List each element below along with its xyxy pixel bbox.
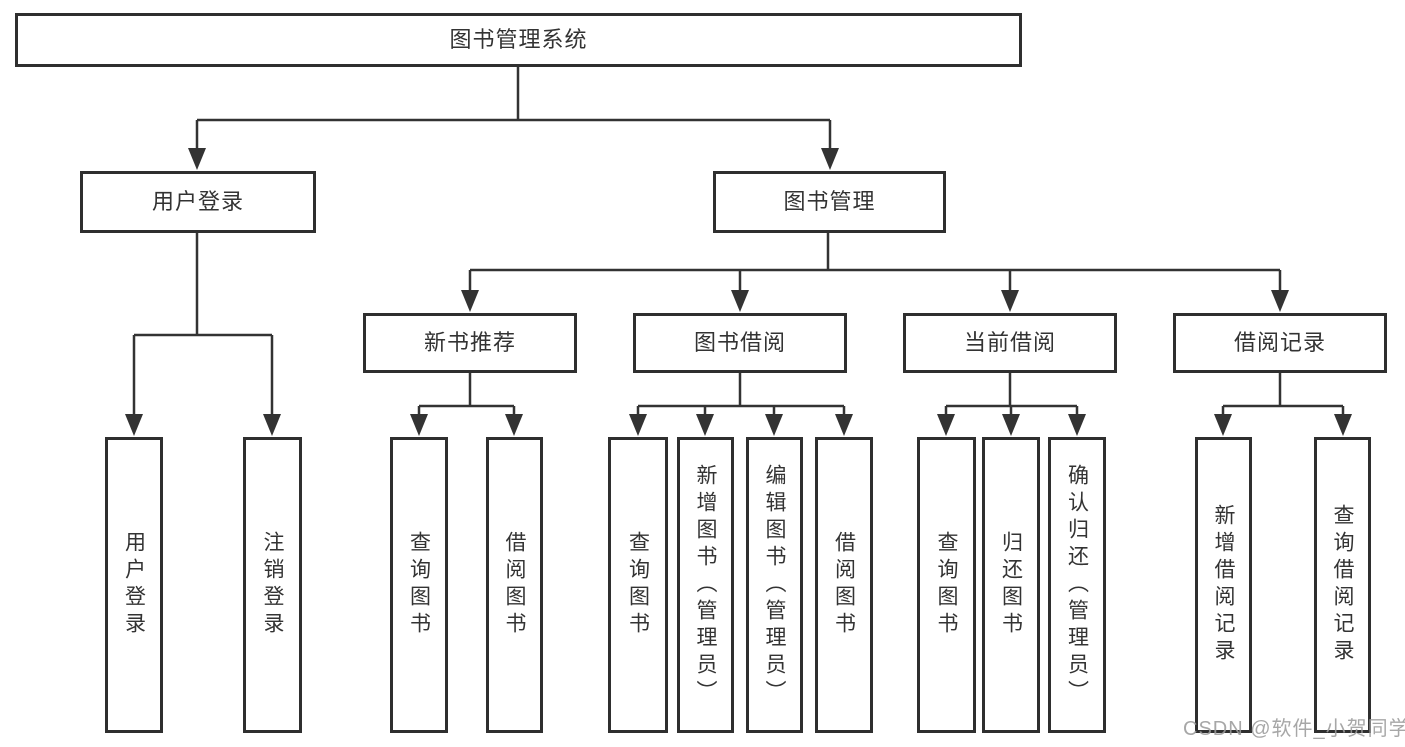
edge-user-login-children: [132, 233, 274, 418]
node-add-books-admin: 新增图书（管理员）: [677, 437, 734, 733]
arrow-icon: [937, 414, 955, 436]
node-label: 确认归还（管理员）: [1065, 463, 1089, 707]
arrow-icon: [821, 148, 839, 170]
node-label: 查询借阅记录: [1331, 504, 1354, 666]
arrow-icon: [1068, 414, 1086, 436]
node-label: 查询图书: [407, 531, 431, 639]
node-label: 新增图书（管理员）: [694, 463, 717, 707]
node-label: 查询图书: [626, 531, 650, 639]
arrow-icon: [410, 414, 428, 436]
arrow-icon: [1002, 414, 1020, 436]
node-current-borrowing: 当前借阅: [903, 313, 1117, 373]
csdn-watermark: CSDN @软件_小贺同学: [1183, 718, 1405, 740]
node-edit-books-admin: 编辑图书（管理员）: [746, 437, 803, 733]
node-root: 图书管理系统: [15, 13, 1022, 67]
edge-book-borrowing-children: [636, 373, 846, 418]
node-book-management: 图书管理: [713, 171, 946, 233]
arrow-icon: [1271, 290, 1289, 312]
arrow-icon: [696, 414, 714, 436]
arrow-icon: [629, 414, 647, 436]
edge-current-borrowing-children: [944, 373, 1079, 418]
node-login-leaf: 用户登录: [105, 437, 163, 733]
edge-root-to-level2: [195, 66, 832, 152]
node-label: 新增借阅记录: [1212, 504, 1235, 666]
node-add-borrow-record: 新增借阅记录: [1195, 437, 1252, 733]
arrow-icon: [1214, 414, 1232, 436]
node-label: 编辑图书（管理员）: [763, 463, 786, 707]
node-label: 注销登录: [261, 531, 284, 639]
node-label: 借阅图书: [832, 531, 856, 639]
arrow-icon: [461, 290, 479, 312]
edge-book-management-children: [468, 233, 1282, 294]
arrow-icon: [1001, 290, 1019, 312]
node-query-books-recommend: 查询图书: [390, 437, 448, 733]
node-label: 查询图书: [935, 531, 958, 639]
node-query-borrow-record: 查询借阅记录: [1314, 437, 1371, 733]
node-return-books: 归还图书: [982, 437, 1040, 733]
arrow-icon: [188, 148, 206, 170]
node-label: 用户登录: [122, 531, 146, 639]
arrow-icon: [505, 414, 523, 436]
node-borrow-books-borrowing: 借阅图书: [815, 437, 873, 733]
edge-new-book-children: [417, 373, 516, 418]
node-query-books-current: 查询图书: [917, 437, 976, 733]
arrow-icon: [835, 414, 853, 436]
arrow-icon: [765, 414, 783, 436]
arrow-icon: [125, 414, 143, 436]
node-user-login: 用户登录: [80, 171, 316, 233]
arrow-icon: [731, 290, 749, 312]
arrow-icon: [1334, 414, 1352, 436]
node-label: 归还图书: [999, 531, 1023, 639]
node-borrow-books-recommend: 借阅图书: [486, 437, 543, 733]
edge-borrowing-records-children: [1221, 373, 1345, 418]
node-book-borrowing: 图书借阅: [633, 313, 847, 373]
arrow-icon: [263, 414, 281, 436]
node-label: 借阅图书: [503, 531, 526, 639]
node-query-books-borrowing: 查询图书: [608, 437, 668, 733]
node-new-book-recommend: 新书推荐: [363, 313, 577, 373]
node-confirm-return-admin: 确认归还（管理员）: [1048, 437, 1106, 733]
node-logout-leaf: 注销登录: [243, 437, 302, 733]
node-borrowing-records: 借阅记录: [1173, 313, 1387, 373]
arrowheads: [125, 148, 1352, 436]
